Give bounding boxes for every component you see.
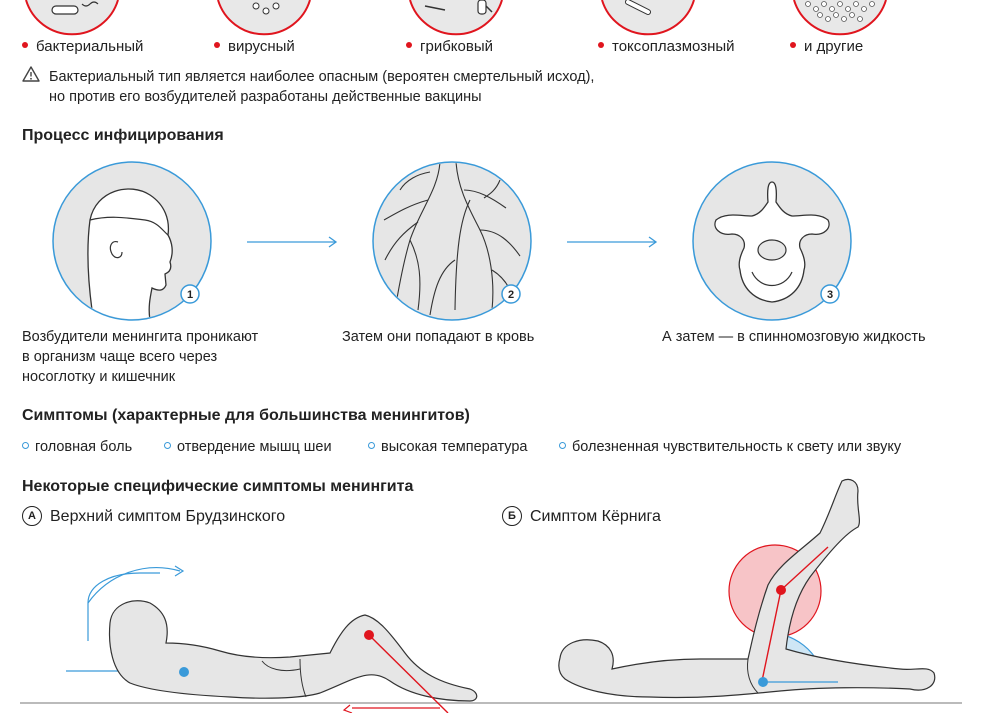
warning-text: Бактериальный тип является наиболее опас… <box>49 69 595 105</box>
blood-vessels-illustration <box>372 161 532 321</box>
infection-diagram: 1 2 3 <box>52 161 852 321</box>
bullet-red-icon <box>598 42 604 49</box>
step-number-3: 3 <box>827 289 833 301</box>
bullet-red-icon <box>22 42 28 49</box>
arrow-right-icon <box>247 236 338 248</box>
pathogen-label-fungal: грибковый <box>406 37 493 57</box>
symptom-item: болезненная чувствительность к свету или… <box>559 437 901 457</box>
step-number-2: 2 <box>508 289 514 301</box>
fungus-icon <box>409 0 503 36</box>
bullet-blue-icon <box>368 441 375 449</box>
brudzinski-figure <box>66 565 478 713</box>
bullet-red-icon <box>214 42 220 49</box>
bullet-red-icon <box>406 42 412 49</box>
pathogen-label-others: и другие <box>790 37 863 57</box>
step-number-1: 1 <box>187 289 193 301</box>
vertebra-illustration <box>692 161 852 321</box>
arrow-right-icon <box>567 236 658 248</box>
symptom-item: высокая температура <box>368 437 527 457</box>
bullet-blue-icon <box>559 441 566 449</box>
bullet-blue-icon <box>22 441 29 449</box>
pathogen-icons <box>25 0 887 36</box>
pathogen-label-bacterial: бактериальный <box>22 37 143 57</box>
pathogen-label-toxo: токсоплазмозный <box>598 37 735 57</box>
kernig-figure <box>558 478 936 699</box>
symptoms-title: Симптомы (характерные для большинства ме… <box>22 407 470 424</box>
virus-icon <box>217 0 311 36</box>
step-2-caption: Затем они попадают в кровь <box>342 329 535 345</box>
bacteria-icon <box>25 0 119 36</box>
head-illustration <box>52 161 212 321</box>
bullet-red-icon <box>790 42 796 49</box>
bullet-blue-icon <box>164 441 171 449</box>
specific-title: Некоторые специфические симптомы менинги… <box>22 478 414 495</box>
pathogen-label-viral: вирусный <box>214 37 295 57</box>
infection-title: Процесс инфицирования <box>22 127 224 144</box>
step-1-caption: Возбудители менингита проникают в органи… <box>22 329 259 385</box>
symptom-item: головная боль <box>22 437 132 457</box>
specific-symptoms-illustration <box>20 478 962 713</box>
toxoplasma-icon <box>601 0 695 36</box>
badge-b: Б <box>502 505 522 526</box>
warning-triangle-icon <box>22 66 40 82</box>
others-icon <box>793 0 887 36</box>
badge-a: А <box>22 505 42 526</box>
step-3-caption: А затем — в спинномозговую жидкость <box>662 329 926 345</box>
symptom-item: отвердение мышц шеи <box>164 437 332 457</box>
